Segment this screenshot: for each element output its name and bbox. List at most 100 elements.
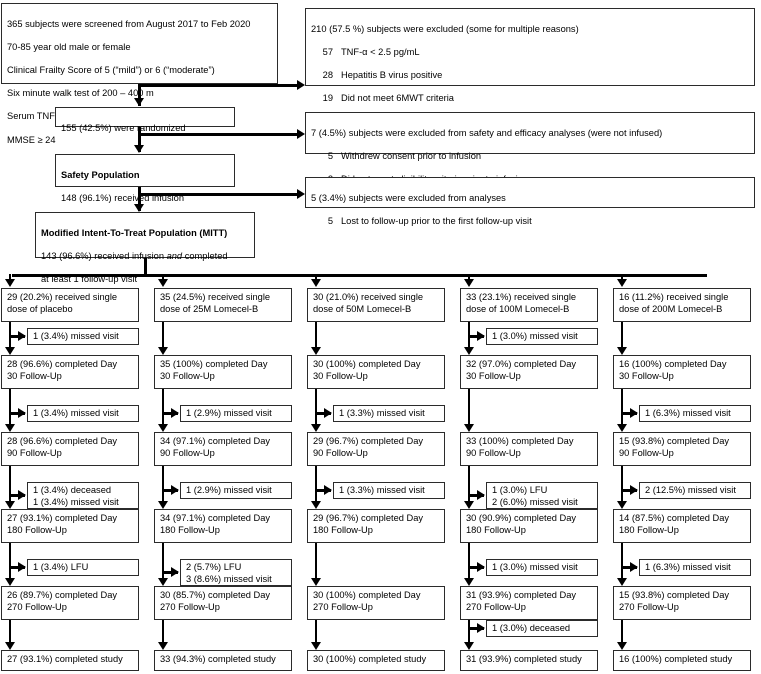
arm-100m-day90-box: 33 (100%) completed Day 90 Follow-Up xyxy=(460,432,598,466)
arm-50m-day90-text: 29 (96.7%) completed Day 90 Follow-Up xyxy=(313,436,424,458)
arm-100m-day270-text: 31 (93.9%) completed Day 270 Follow-Up xyxy=(466,590,577,612)
arm-200m-loss_30_to_90-box: 1 (6.3%) missed visit xyxy=(639,405,751,422)
connector-placebo-loss-0 xyxy=(10,335,25,338)
arm-200m-loss_90_to_180-box: 2 (12.5%) missed visit xyxy=(639,482,751,499)
arm-100m-completed-text: 31 (93.9%) completed study xyxy=(466,654,582,664)
connector-100m-loss-0 xyxy=(469,335,484,338)
arrow-200m-to-stage-5 xyxy=(616,642,627,650)
randomized-box: 155 (42.5%) were randomized xyxy=(55,107,235,133)
connector-200m-spine-3 xyxy=(620,543,624,579)
arm-placebo-day30-text: 28 (96.6%) completed Day 30 Follow-Up xyxy=(7,359,118,381)
arm-100m-day30-text: 32 (97.0%) completed Day 30 Follow-Up xyxy=(466,359,577,381)
arm-200m-completed-box: 16 (100%) completed study xyxy=(613,650,751,671)
arm-100m-day90-text: 33 (100%) completed Day 90 Follow-Up xyxy=(466,436,574,458)
arrow-placebo-to-stage-4 xyxy=(4,578,15,586)
arm-200m-dose-text: 16 (11.2%) received single dose of 200M … xyxy=(619,292,729,314)
arm-100m-loss_180_to_270-text: 1 (3.0%) missed visit xyxy=(492,562,578,572)
arrow-bus-to-25m-dose xyxy=(157,279,168,287)
arrow-screening-to-exclusions xyxy=(297,79,305,90)
arrow-25m-to-stage-2 xyxy=(157,424,168,432)
connector-placebo-spine-4 xyxy=(8,620,12,643)
connector-200m-spine-2 xyxy=(620,466,624,502)
screening-exclusions-box: 210 (57.5 %) subjects were excluded (som… xyxy=(305,8,755,150)
arrow-to-safety-population xyxy=(133,145,144,153)
connector-25m-spine-3 xyxy=(161,543,165,579)
screening-line-2: Clinical Frailty Score of 5 (“mild”) or … xyxy=(7,64,215,75)
mitt-line-1a: 143 (96.6%) received infusion xyxy=(41,250,167,261)
arm-placebo-loss_dose_to_30-box: 1 (3.4%) missed visit xyxy=(27,328,139,345)
arrow-placebo-to-stage-5 xyxy=(4,642,15,650)
connector-200m-spine-4 xyxy=(620,620,624,643)
screening-line-1: 70-85 year old male or female xyxy=(7,41,131,52)
connector-25m-spine-2 xyxy=(161,466,165,502)
mitt-line-1c: completed xyxy=(182,250,228,261)
connector-placebo-spine-0 xyxy=(8,322,12,348)
arm-50m-day180-box: 29 (96.7%) completed Day 180 Follow-Up xyxy=(307,509,445,543)
arm-placebo-loss_dose_to_30-text: 1 (3.4%) missed visit xyxy=(33,331,119,341)
connector-arm-bus xyxy=(12,274,707,277)
screening-exclusions-header: 210 (57.5 %) subjects were excluded (som… xyxy=(311,23,579,34)
arm-50m-loss_30_to_90-text: 1 (3.3%) missed visit xyxy=(339,408,425,418)
arm-25m-dose-box: 35 (24.5%) received single dose of 25M L… xyxy=(154,288,292,322)
connector-200m-loss-1 xyxy=(622,412,637,415)
exclusion-count: 19 xyxy=(322,93,333,104)
connector-randomized-stem xyxy=(138,127,141,152)
arm-25m-day270-box: 30 (85.7%) completed Day 270 Follow-Up xyxy=(154,586,292,620)
connector-randomized-to-exclusions xyxy=(138,133,298,136)
arm-50m-completed-box: 30 (100%) completed study xyxy=(307,650,445,671)
arrow-25m-to-stage-3 xyxy=(157,501,168,509)
arrow-25m-to-stage-1 xyxy=(157,347,168,355)
arm-placebo-day270-box: 26 (89.7%) completed Day 270 Follow-Up xyxy=(1,586,139,620)
connector-50m-spine-3 xyxy=(314,543,318,579)
connector-bus-drop-200m xyxy=(620,274,624,281)
arm-200m-dose-box: 16 (11.2%) received single dose of 200M … xyxy=(613,288,751,322)
connector-placebo-spine-2 xyxy=(8,466,12,502)
arm-placebo-dose-box: 29 (20.2%) received single dose of place… xyxy=(1,288,139,322)
arm-50m-day30-box: 30 (100%) completed Day 30 Follow-Up xyxy=(307,355,445,389)
safety-exclusions-box: 7 (4.5%) subjects were excluded from saf… xyxy=(305,112,755,184)
arrow-50m-to-stage-4 xyxy=(310,578,321,586)
connector-50m-spine-4 xyxy=(314,620,318,643)
arm-25m-day180-text: 34 (97.1%) completed Day 180 Follow-Up xyxy=(160,513,271,535)
arrow-100m-to-stage-2 xyxy=(463,424,474,432)
arm-placebo-loss_180_to_270-text: 1 (3.4%) LFU xyxy=(33,562,89,572)
arm-100m-dose-box: 33 (23.1%) received single dose of 100M … xyxy=(460,288,598,322)
arm-200m-loss_180_to_270-box: 1 (6.3%) missed visit xyxy=(639,559,751,576)
arm-200m-completed-text: 16 (100%) completed study xyxy=(619,654,733,664)
safety-exclusions-header: 7 (4.5%) subjects were excluded from saf… xyxy=(311,127,663,138)
arrow-50m-to-stage-1 xyxy=(310,347,321,355)
arm-50m-day30-text: 30 (100%) completed Day 30 Follow-Up xyxy=(313,359,421,381)
analyses-exclusions-box: 5 (3.4%) subjects were excluded from ana… xyxy=(305,177,755,226)
connector-50m-loss-2 xyxy=(316,489,331,492)
mitt-population-title: Modified Intent-To-Treat Population (MIT… xyxy=(41,227,228,238)
arm-100m-loss_90_to_180-text: 1 (3.0%) LFU 2 (6.0%) missed visit xyxy=(492,485,578,507)
arrow-200m-to-stage-1 xyxy=(616,347,627,355)
connector-placebo-loss-1 xyxy=(10,412,25,415)
screening-line-5: MMSE ≥ 24 xyxy=(7,134,56,145)
arm-25m-day30-text: 35 (100%) completed Day 30 Follow-Up xyxy=(160,359,268,381)
safety-population-box: Safety Population 148 (96.1%) received i… xyxy=(55,154,235,203)
arm-placebo-loss_30_to_90-text: 1 (3.4%) missed visit xyxy=(33,408,119,418)
arrow-100m-to-stage-5 xyxy=(463,642,474,650)
connector-safety-to-exclusions xyxy=(138,193,298,196)
arm-placebo-day90-box: 28 (96.6%) completed Day 90 Follow-Up xyxy=(1,432,139,466)
arm-placebo-completed-box: 27 (93.1%) completed study xyxy=(1,650,139,671)
connector-50m-spine-1 xyxy=(314,389,318,425)
connector-safety-stem xyxy=(138,187,141,211)
connector-200m-spine-1 xyxy=(620,389,624,425)
connector-50m-spine-0 xyxy=(314,322,318,348)
connector-50m-spine-2 xyxy=(314,466,318,502)
arrow-placebo-to-stage-3 xyxy=(4,501,15,509)
arm-100m-loss_180_to_270-box: 1 (3.0%) missed visit xyxy=(486,559,598,576)
arrow-25m-to-stage-5 xyxy=(157,642,168,650)
arm-25m-day180-box: 34 (97.1%) completed Day 180 Follow-Up xyxy=(154,509,292,543)
arrow-placebo-to-stage-2 xyxy=(4,424,15,432)
arrow-200m-to-loss-2 xyxy=(630,484,638,495)
screening-line-3: Six minute walk test of 200 – 400 m xyxy=(7,88,154,99)
arm-placebo-loss_90_to_180-text: 1 (3.4%) deceased 1 (3.4%) missed visit xyxy=(33,485,119,507)
exclusion-text: Withdrew consent prior to infusion xyxy=(341,150,482,161)
arm-100m-loss_270_to_end-box: 1 (3.0%) deceased xyxy=(486,620,598,637)
